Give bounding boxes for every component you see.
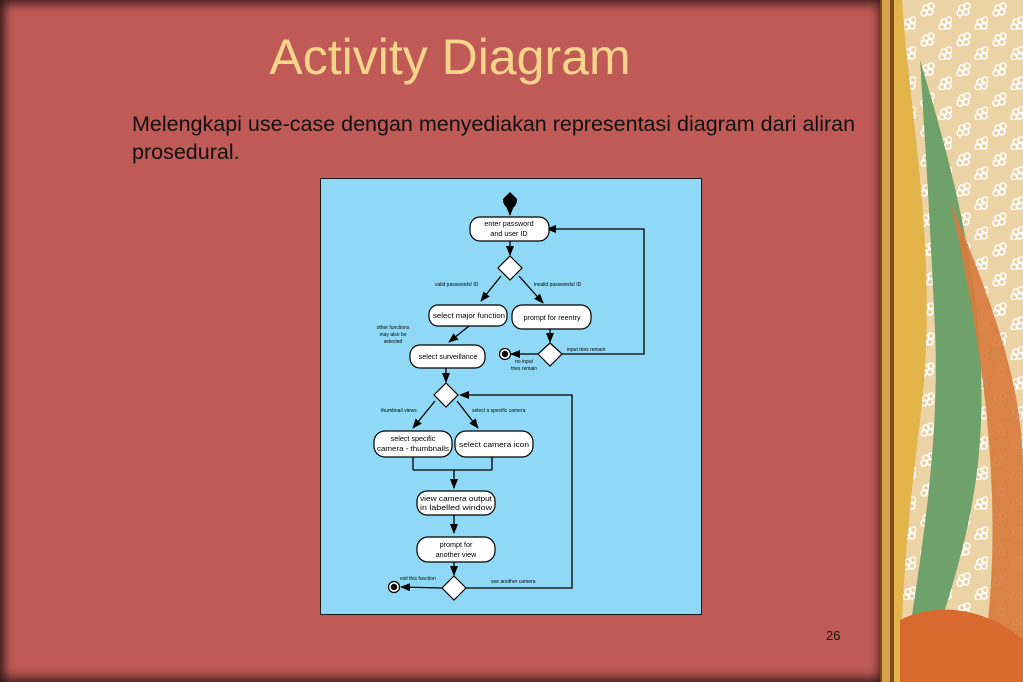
node-prompt-another-line2: another view — [436, 550, 478, 559]
end-node-exit — [387, 580, 401, 594]
node-select-major-function — [428, 304, 508, 327]
node-select-surveillance-label: select surveillance — [419, 352, 478, 361]
node-select-camera-icon — [454, 430, 534, 458]
node-select-surveillance — [409, 344, 486, 369]
node-view-camera-output — [416, 490, 496, 516]
node-select-specific-line1: select specific — [391, 434, 436, 443]
slide-subtitle: Melengkapi use-case dengan menyediakan r… — [132, 112, 856, 164]
decision-tries — [537, 342, 563, 367]
node-select-specific-camera-thumbnails — [373, 430, 453, 458]
node-enter-password-line1: enter password — [484, 219, 533, 228]
node-enter-password-line2: and user ID — [490, 229, 527, 238]
node-select-specific-line2: camera - thumbnails — [377, 444, 449, 453]
label-input-tries-remain: input tries remain — [567, 347, 606, 353]
node-prompt-reentry — [511, 304, 592, 330]
label-valid: valid passwords/ ID — [435, 282, 479, 288]
activity-diagram: enter password and user ID select major … — [320, 178, 702, 615]
label-see-another: see another camera — [491, 579, 536, 585]
node-enter-password — [469, 216, 550, 242]
node-prompt-reentry-label: prompt for reentry — [523, 313, 581, 322]
label-other-functions-1: other functions — [377, 325, 410, 331]
label-select-specific-camera: select a specific camera — [472, 408, 526, 414]
page-number: 26 — [826, 628, 841, 643]
activity-diagram-svg: enter password and user ID select major … — [373, 192, 645, 601]
decision-password — [497, 255, 523, 281]
label-other-functions-3: selected — [384, 339, 403, 345]
decision-another-view — [441, 575, 467, 601]
decorative-pattern — [880, 0, 1023, 682]
slide-title: Activity Diagram — [269, 29, 631, 85]
node-prompt-another-line1: prompt for — [440, 540, 473, 549]
label-other-functions-2: may also be — [380, 332, 407, 338]
start-node — [503, 192, 517, 209]
label-thumbnail-views: thumbnail views — [381, 408, 417, 414]
label-no-input-2: tries remain — [511, 366, 537, 372]
node-prompt-another-view — [416, 536, 496, 563]
end-node-tries — [498, 347, 512, 361]
decorative-border — [880, 0, 1023, 682]
node-select-major-function-label: select major function — [433, 311, 505, 320]
slide: Activity Diagram Melengkapi use-case den… — [0, 0, 880, 682]
node-view-camera-line1: view camera output — [420, 494, 492, 503]
label-invalid: invalid passwords/ ID — [534, 282, 582, 288]
decision-view-type — [433, 382, 459, 408]
label-no-input-1: no input — [515, 359, 533, 365]
node-select-camera-icon-label: select camera icon — [459, 440, 529, 449]
label-exit-function: exit this function — [400, 576, 436, 582]
node-view-camera-line2: in labelled window — [420, 503, 493, 512]
